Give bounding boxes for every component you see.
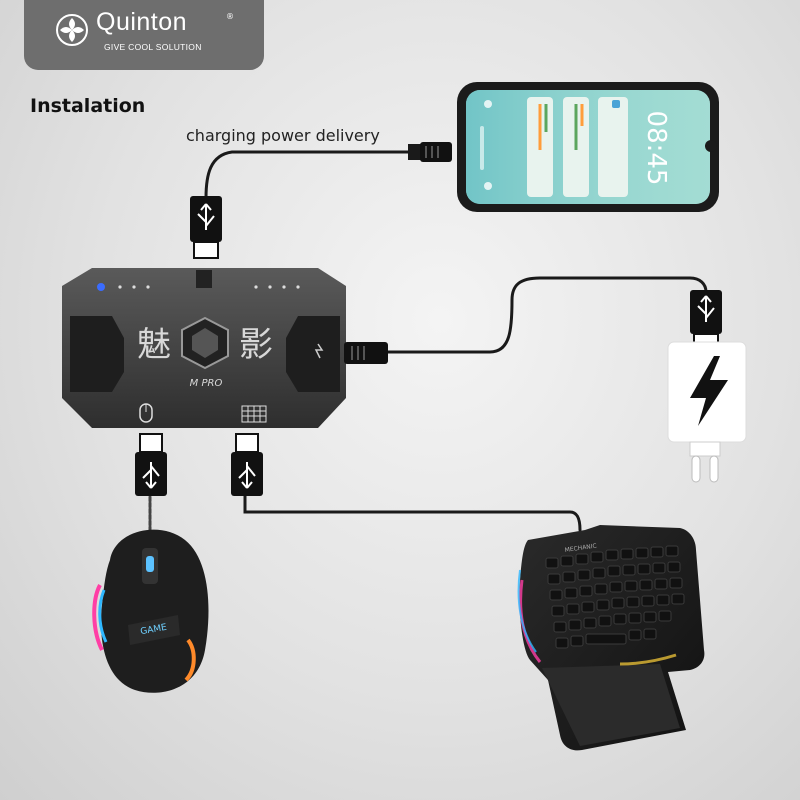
phone-time: 08:45 bbox=[641, 111, 671, 186]
usb-c-plug-charger bbox=[344, 342, 388, 364]
cables bbox=[148, 150, 708, 532]
brand-name: Quinton bbox=[96, 8, 188, 36]
gaming-mouse: GAME bbox=[92, 529, 209, 693]
page-title: Instalation bbox=[30, 95, 146, 117]
keyboard-brand: MECHANIC bbox=[564, 543, 597, 554]
keyboard-keys bbox=[545, 545, 685, 649]
cable-label: charging power delivery bbox=[186, 126, 380, 145]
usb-a-plug-keyboard bbox=[231, 433, 263, 496]
lightning-icon bbox=[690, 356, 728, 426]
brand-badge bbox=[24, 0, 264, 70]
keyboard-port-icon bbox=[241, 405, 267, 423]
wall-charger bbox=[667, 341, 747, 483]
usb-a-plug-top bbox=[190, 196, 222, 259]
smartphone: 08:45 bbox=[457, 82, 719, 212]
mouse-label: GAME bbox=[140, 623, 168, 638]
adapter-left-glyph: 魅 bbox=[137, 325, 171, 365]
usb-a-plug-mouse bbox=[135, 433, 167, 496]
cable-phone bbox=[204, 150, 412, 200]
brand-tagline: GIVE COOL SOLUTION bbox=[104, 42, 202, 52]
usb-a-plug-charger bbox=[690, 290, 722, 347]
cable-charger bbox=[386, 276, 708, 354]
adapter-model: M PRO bbox=[190, 378, 223, 389]
registered-mark: ® bbox=[226, 12, 234, 21]
fan-logo-icon bbox=[56, 14, 88, 46]
adapter-right-glyph: 影 bbox=[239, 325, 273, 365]
usb-c-plug-phone bbox=[408, 142, 452, 162]
cable-keyboard bbox=[243, 494, 582, 532]
power-led bbox=[97, 283, 105, 291]
adapter-hub: 魅 影 M PRO bbox=[62, 268, 346, 428]
gaming-keyboard: MECHANIC bbox=[517, 525, 705, 751]
